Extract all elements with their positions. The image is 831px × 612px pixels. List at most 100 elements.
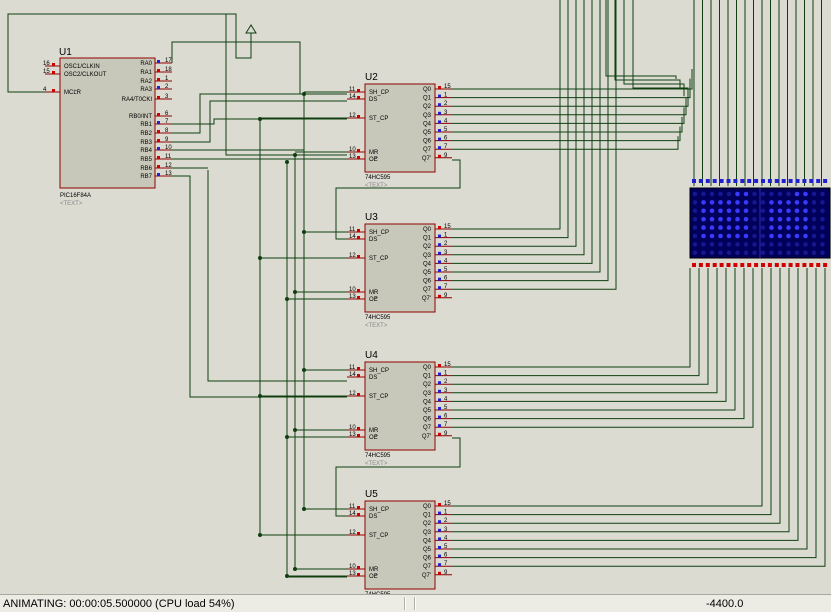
pin-label: ST_CP [369, 533, 388, 539]
pin-number: 12 [349, 530, 356, 536]
matrix-row-pin [788, 263, 793, 267]
matrix-led [692, 216, 698, 222]
pin-number: 6 [165, 111, 169, 117]
pin-state-marker [357, 255, 360, 258]
wire [452, 268, 808, 550]
pin-label: MR [369, 290, 379, 296]
matrix-column-pin [809, 179, 814, 183]
wire [452, 0, 569, 239]
matrix-led [743, 208, 749, 214]
wire [452, 268, 700, 377]
pin-label: RB2 [140, 131, 152, 137]
matrix-led [786, 233, 791, 239]
matrix-led [735, 250, 740, 256]
pin-number: 1 [444, 93, 448, 99]
matrix-led [701, 225, 706, 230]
matrix-led [735, 216, 740, 222]
matrix-led [786, 191, 791, 197]
wire [452, 0, 561, 230]
matrix-led [701, 208, 706, 214]
pin-label: SH_CP [369, 507, 389, 513]
pin-number: 7 [444, 422, 448, 428]
junction-dot [285, 574, 289, 578]
pin-number: 10 [165, 145, 172, 151]
pin-number: 4 [444, 396, 448, 402]
pin-label: RB7 [140, 174, 152, 180]
pin-number: 2 [444, 518, 448, 524]
pin-state-marker [357, 573, 360, 576]
matrix-column-pin [802, 179, 807, 183]
pin-state-marker [357, 96, 360, 99]
pin-number: 14 [349, 94, 356, 100]
pin-number: 5 [444, 267, 448, 273]
matrix-led [735, 225, 740, 230]
wire [172, 100, 347, 143]
matrix-led [752, 242, 757, 247]
matrix-led [786, 200, 791, 205]
matrix-led [803, 208, 808, 214]
matrix-led [692, 191, 698, 197]
pin-number: 13 [349, 154, 356, 160]
pin-number: 4 [43, 87, 47, 93]
pin-label: RB5 [140, 157, 152, 163]
pin-state-marker [438, 269, 441, 272]
led-matrix[interactable] [689, 179, 831, 267]
pin-label: DS [369, 97, 377, 103]
pin-label: Q1 [423, 96, 432, 102]
pin-number: 1 [444, 233, 448, 239]
pin-label: Q7 [423, 564, 432, 570]
matrix-led [752, 191, 757, 197]
matrix-led [777, 242, 783, 247]
matrix-led [820, 216, 825, 222]
wire [7, 13, 226, 93]
pin-state-marker [438, 137, 441, 141]
matrix-led [803, 191, 808, 197]
pin-label: DS [369, 237, 377, 243]
matrix-led [709, 242, 715, 247]
pin-number: 18 [165, 67, 172, 73]
matrix-led [692, 250, 698, 256]
junction-dot [293, 290, 297, 294]
matrix-column-pin [747, 179, 752, 183]
matrix-led [735, 233, 740, 239]
pin-state-marker [438, 364, 441, 367]
pin-number: 6 [444, 276, 448, 282]
chip-part: 74HC595 [365, 453, 391, 459]
chip-body [364, 361, 436, 451]
pin-label: MR [369, 150, 379, 156]
matrix-led [709, 208, 715, 214]
pin-number: 11 [349, 227, 356, 233]
matrix-led [743, 200, 749, 205]
matrix-led [820, 208, 825, 214]
wire [452, 268, 727, 402]
chip-body [364, 500, 436, 590]
pin-label: DS [369, 375, 377, 381]
pin-number: 5 [444, 405, 448, 411]
pin-label: Q4 [423, 121, 432, 127]
matrix-led [777, 200, 783, 205]
matrix-led [769, 225, 774, 230]
matrix-led [760, 191, 766, 197]
matrix-led [701, 200, 706, 205]
wire [452, 268, 763, 507]
matrix-led [726, 200, 732, 205]
wire [452, 268, 736, 411]
matrix-led [811, 200, 817, 205]
pin-number: 2 [444, 241, 448, 247]
status-bar: ANIMATING: 00:00:05.500000 (CPU load 54%… [0, 594, 831, 612]
animation-status: ANIMATING: 00:00:05.500000 (CPU load 54%… [3, 598, 235, 610]
pin-number: 9 [165, 137, 169, 143]
matrix-led [820, 191, 825, 197]
junction-dot [258, 533, 262, 537]
matrix-led [760, 225, 766, 230]
pin-state-marker [438, 571, 441, 575]
matrix-led [820, 250, 825, 256]
matrix-column-pin [754, 179, 759, 183]
pin-number: 8 [165, 128, 169, 134]
pin-state-marker [157, 96, 160, 99]
matrix-led [769, 216, 774, 222]
pin-state-marker [438, 146, 441, 150]
pin-state-marker [157, 121, 160, 124]
